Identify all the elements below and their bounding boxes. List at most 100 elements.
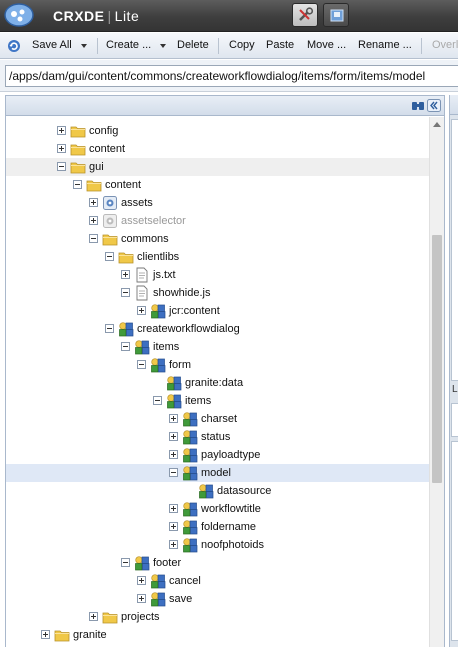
- scrollbar-thumb[interactable]: [432, 235, 442, 483]
- tree-node-label: payloadtype: [201, 449, 261, 461]
- copy-button[interactable]: Copy: [229, 39, 255, 51]
- crx-logo-icon: [4, 3, 34, 27]
- binoculars-icon[interactable]: [411, 99, 425, 112]
- main-toolbar: Save All Create ... Delete Copy Paste Mo…: [0, 33, 458, 59]
- tree-node[interactable]: model: [6, 464, 430, 482]
- tree-node-label: showhide.js: [153, 287, 211, 299]
- tree-node[interactable]: footer: [6, 554, 430, 572]
- expand-toggle-icon[interactable]: [137, 576, 146, 585]
- tree-node[interactable]: assetselector: [6, 212, 430, 230]
- collapse-toggle-icon[interactable]: [73, 180, 82, 189]
- tree-node-label: content: [105, 179, 142, 191]
- expand-toggle-icon[interactable]: [57, 126, 66, 135]
- tree-node[interactable]: save: [6, 590, 430, 608]
- tree-node-label: granite:data: [185, 377, 244, 389]
- paste-button[interactable]: Paste: [266, 39, 295, 51]
- tree-node[interactable]: granite: [6, 626, 430, 644]
- collapse-toggle-icon[interactable]: [121, 288, 130, 297]
- tree-node[interactable]: showhide.js: [6, 284, 430, 302]
- tree-node[interactable]: granite:data: [6, 374, 430, 392]
- tree-node[interactable]: clientlibs: [6, 248, 430, 266]
- overlay-button[interactable]: Overl: [432, 39, 458, 51]
- expand-toggle-icon[interactable]: [57, 144, 66, 153]
- editor-area[interactable]: [451, 119, 458, 381]
- save-all-button[interactable]: Save All: [32, 39, 72, 51]
- scroll-up-arrow-icon[interactable]: [433, 122, 441, 127]
- expand-toggle-icon[interactable]: [169, 504, 178, 513]
- delete-button[interactable]: Delete: [177, 39, 209, 51]
- tree-node[interactable]: content: [6, 176, 430, 194]
- expand-toggle-icon[interactable]: [169, 522, 178, 531]
- tree-scrollbar[interactable]: [429, 117, 444, 647]
- rename-button[interactable]: Rename ...: [358, 39, 412, 51]
- folder-icon: [70, 159, 86, 175]
- node-icon: [198, 483, 214, 499]
- tree-node[interactable]: assets: [6, 194, 430, 212]
- tree-node[interactable]: datasource: [6, 482, 430, 500]
- tree-node-label: charset: [201, 413, 238, 425]
- tree-node[interactable]: items: [6, 392, 430, 410]
- tree-node-label: js.txt: [153, 269, 176, 281]
- package-mode-button[interactable]: [323, 3, 349, 27]
- editor-panel-edge: L: [449, 95, 458, 647]
- collapse-toggle-icon[interactable]: [137, 360, 146, 369]
- tree-node[interactable]: createworkflowdialog: [6, 320, 430, 338]
- expand-toggle-icon[interactable]: [121, 270, 130, 279]
- tree-node[interactable]: cancel: [6, 572, 430, 590]
- expand-toggle-icon[interactable]: [169, 432, 178, 441]
- expand-toggle-icon[interactable]: [41, 630, 50, 639]
- expand-toggle-icon[interactable]: [169, 450, 178, 459]
- tree-node-label: model: [201, 467, 231, 479]
- tree-node[interactable]: noofphotoids: [6, 536, 430, 554]
- tree-node[interactable]: foldername: [6, 518, 430, 536]
- collapse-toggle-icon[interactable]: [121, 558, 130, 567]
- folder-icon: [118, 249, 134, 265]
- tree-node-label: datasource: [217, 485, 272, 497]
- tree-node[interactable]: jcr:content: [6, 302, 430, 320]
- collapse-toggle-icon[interactable]: [105, 324, 114, 333]
- tree-node[interactable]: workflowtitle: [6, 500, 430, 518]
- expand-toggle-icon[interactable]: [169, 540, 178, 549]
- tree-node-label: commons: [121, 233, 169, 245]
- collapse-panel-icon[interactable]: [427, 99, 441, 112]
- tree-node[interactable]: payloadtype: [6, 446, 430, 464]
- refresh-icon[interactable]: [6, 38, 22, 54]
- tree-node[interactable]: projects: [6, 608, 430, 626]
- collapse-toggle-icon[interactable]: [169, 468, 178, 477]
- tree-node[interactable]: config: [6, 122, 430, 140]
- tree-node-label: config: [89, 125, 119, 137]
- create-button[interactable]: Create ...: [106, 39, 152, 51]
- tree-node[interactable]: js.txt: [6, 266, 430, 284]
- create-dropdown-arrow[interactable]: [160, 44, 166, 48]
- collapse-toggle-icon[interactable]: [57, 162, 66, 171]
- tree-node[interactable]: items: [6, 338, 430, 356]
- tree-node-label: items: [185, 395, 212, 407]
- tree-node[interactable]: commons: [6, 230, 430, 248]
- move-button[interactable]: Move ...: [307, 39, 347, 51]
- collapse-toggle-icon[interactable]: [89, 234, 98, 243]
- expand-toggle-icon[interactable]: [137, 306, 146, 315]
- expand-toggle-icon[interactable]: [89, 198, 98, 207]
- expand-toggle-icon[interactable]: [137, 594, 146, 603]
- expand-toggle-icon[interactable]: [89, 612, 98, 621]
- properties-grid[interactable]: [451, 441, 458, 641]
- tree-node[interactable]: status: [6, 428, 430, 446]
- brand-secondary: Lite: [114, 8, 140, 24]
- node-icon: [166, 393, 182, 409]
- tree-node[interactable]: form: [6, 356, 430, 374]
- collapse-toggle-icon[interactable]: [121, 342, 130, 351]
- brand-primary: CRXDE: [53, 8, 105, 24]
- tools-mode-button[interactable]: [292, 3, 318, 27]
- tree-node-label: createworkflowdialog: [137, 323, 240, 335]
- path-input[interactable]: /apps/dam/gui/content/commons/creatework…: [5, 65, 458, 87]
- tree-node[interactable]: gui: [6, 158, 430, 176]
- node-icon: [166, 375, 182, 391]
- tree-node[interactable]: content: [6, 140, 430, 158]
- expand-toggle-icon[interactable]: [169, 414, 178, 423]
- save-all-dropdown-arrow[interactable]: [81, 44, 87, 48]
- expand-toggle-icon[interactable]: [89, 216, 98, 225]
- tree-node[interactable]: charset: [6, 410, 430, 428]
- collapse-toggle-icon[interactable]: [153, 396, 162, 405]
- tree-node-label: foldername: [201, 521, 257, 533]
- collapse-toggle-icon[interactable]: [105, 252, 114, 261]
